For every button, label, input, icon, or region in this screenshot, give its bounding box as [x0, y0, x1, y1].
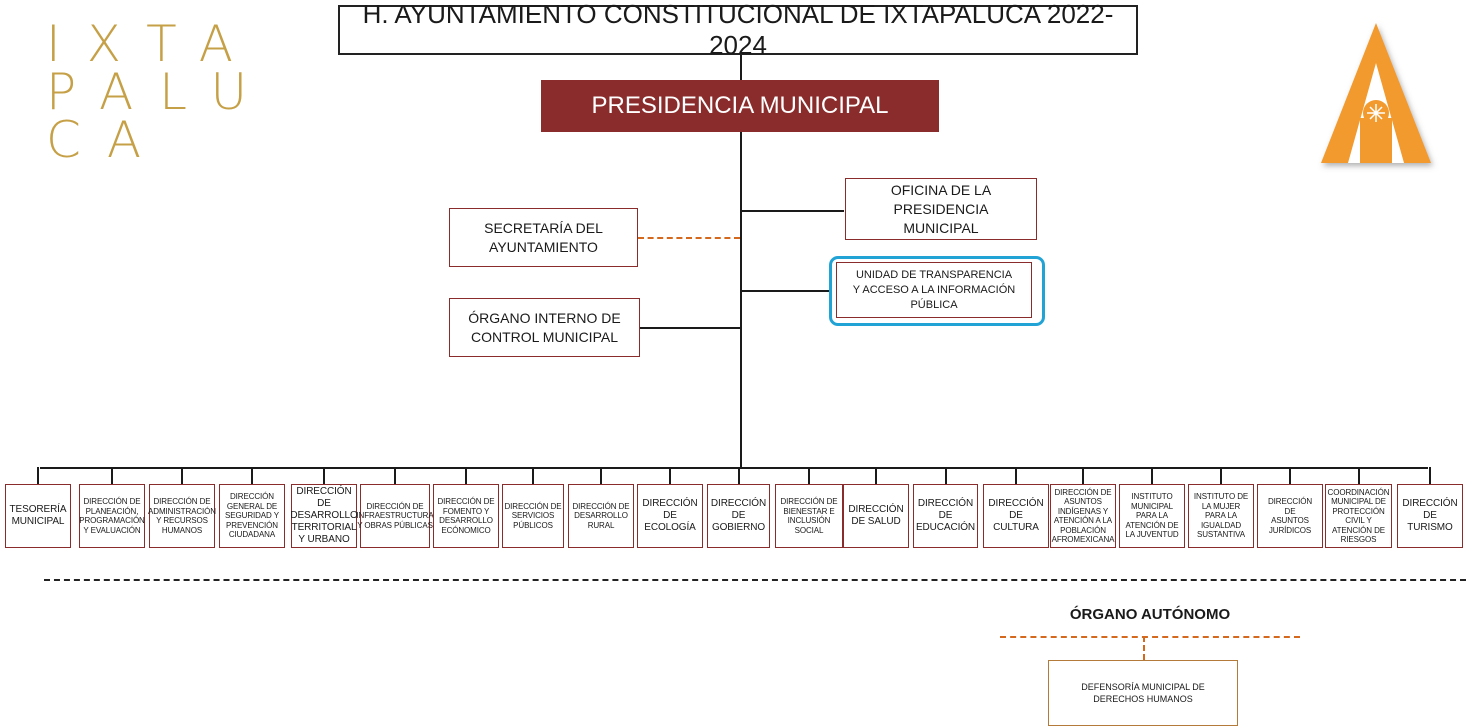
- department-connector: [1082, 467, 1084, 484]
- department-connector: [181, 467, 183, 484]
- oficina-presidencia-box: OFICINA DE LA PRESIDENCIA MUNICIPAL: [845, 178, 1037, 240]
- department-connector: [465, 467, 467, 484]
- department-box: DIRECCIÓN DE ECOLOGÍA: [637, 484, 703, 548]
- department-box: DIRECCIÓN DE PLANEACIÓN, PROGRAMACIÓN Y …: [79, 484, 145, 548]
- department-box: DIRECCIÓN DE SALUD: [843, 484, 909, 548]
- triangle-emblem-icon: [1316, 18, 1456, 178]
- ixtapaluca-logo: IXTA PALU CA: [46, 15, 247, 175]
- department-connector: [669, 467, 671, 484]
- department-connector: [875, 467, 877, 484]
- department-box: TESORERÍA MUNICIPAL: [5, 484, 71, 548]
- organo-autonomo-title: ÓRGANO AUTÓNOMO: [1069, 606, 1231, 623]
- department-connector: [532, 467, 534, 484]
- department-box: DIRECCIÓN DE ASUNTOS INDÍGENAS Y ATENCIÓ…: [1050, 484, 1116, 548]
- department-box: DIRECCIÓN DE BIENESTAR E INCLUSIÓN SOCIA…: [775, 484, 843, 548]
- defensoria-box: DEFENSORÍA MUNICIPAL DE DERECHOS HUMANOS: [1048, 660, 1238, 726]
- department-box: DIRECCIÓN DE INFRAESTRUCTURA Y OBRAS PÚB…: [356, 484, 434, 548]
- department-box: DIRECCIÓN DE CULTURA: [983, 484, 1049, 548]
- department-connector: [600, 467, 602, 484]
- department-box: DIRECCIÓN DE TURISMO: [1397, 484, 1463, 548]
- department-connector: [251, 467, 253, 484]
- logo-row-3: CA: [46, 111, 168, 169]
- department-connector: [738, 467, 740, 484]
- logo-row-1: IXTA: [46, 15, 259, 73]
- department-box: INSTITUTO MUNICIPAL PARA LA ATENCIÓN DE …: [1119, 484, 1185, 548]
- department-box: DIRECCIÓN DE ASUNTOS JURÍDICOS: [1257, 484, 1323, 548]
- department-box: DIRECCIÓN DE FOMENTO Y DESARROLLO ECÓNOM…: [433, 484, 499, 548]
- department-connector: [37, 467, 39, 484]
- department-connector: [1220, 467, 1222, 484]
- connector-departments-bus: [40, 467, 1428, 469]
- connector-transparencia: [741, 290, 830, 292]
- connector-trunk: [740, 132, 742, 468]
- department-connector: [945, 467, 947, 484]
- organo-interno-box: ÓRGANO INTERNO DE CONTROL MUNICIPAL: [449, 298, 640, 357]
- department-connector: [394, 467, 396, 484]
- department-box: DIRECCIÓN DE ADMINISTRACIÓN Y RECURSOS H…: [148, 484, 216, 548]
- department-connector: [1151, 467, 1153, 484]
- separator-line: [44, 579, 1466, 581]
- department-connector: [1015, 467, 1017, 484]
- department-connector: [1358, 467, 1360, 484]
- department-connector: [1289, 467, 1291, 484]
- connector-title-presidencia: [740, 55, 742, 80]
- department-box: INSTITUTO DE LA MUJER PARA LA IGUALDAD S…: [1188, 484, 1254, 548]
- department-box: DIRECCIÓN DE SERVICIOS PÚBLICOS: [502, 484, 564, 548]
- department-connector: [111, 467, 113, 484]
- organo-autonomo-dashed-connector: [1143, 636, 1145, 660]
- department-box: DIRECCIÓN DE DESARROLLO TERRITORIAL Y UR…: [290, 484, 358, 548]
- connector-oficina: [741, 210, 844, 212]
- transparencia-highlight: [829, 256, 1045, 326]
- department-box: DIRECCIÓN DE EDUCACIÓN: [913, 484, 978, 548]
- department-box: DIRECCIÓN DE GOBIERNO: [707, 484, 770, 548]
- department-connector: [1429, 467, 1431, 484]
- secretaria-box: SECRETARÍA DEL AYUNTAMIENTO: [449, 208, 638, 267]
- presidencia-box: PRESIDENCIA MUNICIPAL: [541, 80, 939, 132]
- organo-autonomo-dashed-line: [1000, 636, 1300, 638]
- connector-organo-interno: [640, 327, 741, 329]
- connector-secretaria: [638, 237, 740, 239]
- logo-row-2: PALU: [46, 63, 274, 121]
- transparencia-box: UNIDAD DE TRANSPARENCIA Y ACCESO A LA IN…: [836, 262, 1032, 318]
- department-connector: [808, 467, 810, 484]
- department-connector: [323, 467, 325, 484]
- page-title: H. AYUNTAMIENTO CONSTITUCIONAL DE IXTAPA…: [338, 0, 1138, 60]
- department-box: COORDINACIÓN MUNICIPAL DE PROTECCIÓN CIV…: [1325, 484, 1392, 548]
- department-box: DIRECCIÓN GENERAL DE SEGURIDAD Y PREVENC…: [219, 484, 285, 548]
- department-box: DIRECCIÓN DE DESARROLLO RURAL: [568, 484, 634, 548]
